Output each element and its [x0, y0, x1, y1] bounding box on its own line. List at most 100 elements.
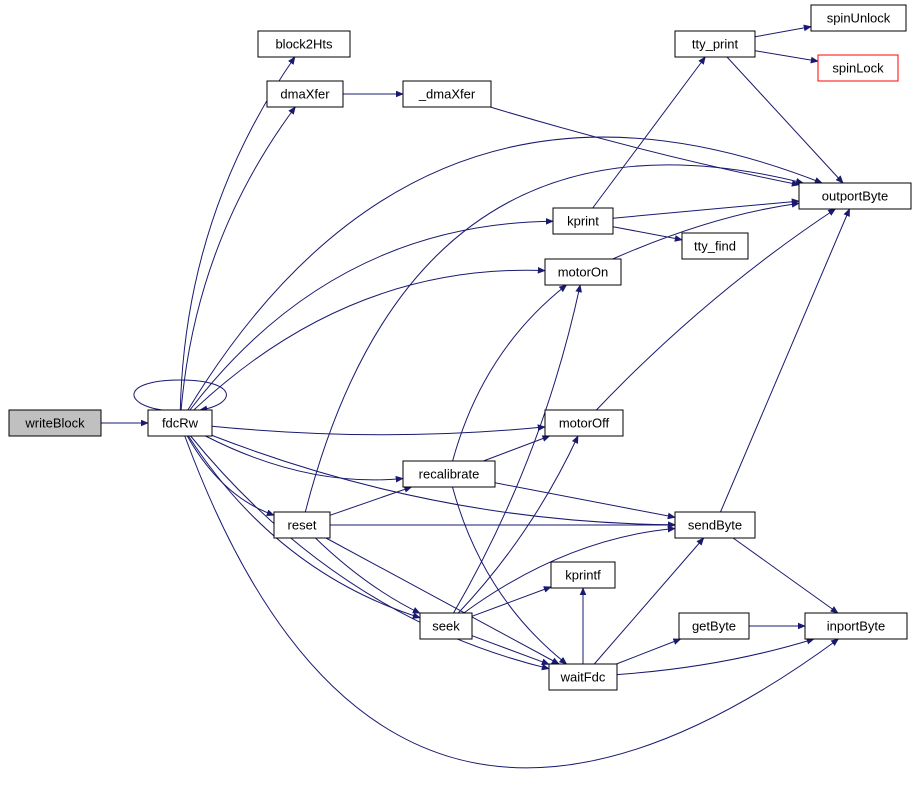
edge-sendByte-to-inportByte — [732, 537, 839, 614]
edge-kprint-to-outportByte — [612, 198, 800, 219]
node-reset[interactable]: reset — [273, 511, 331, 539]
node-box-recalibrate[interactable] — [402, 460, 496, 488]
edge-seek-to-sendByte — [463, 525, 676, 614]
node-kprintf[interactable]: kprintf — [550, 561, 616, 589]
edge-fdcRw-to-reset — [186, 435, 275, 516]
edge-seek-to-motorOff — [457, 435, 579, 614]
edge-tty_print-to-spinLock — [754, 50, 819, 64]
node-box-spinUnlock[interactable] — [810, 4, 907, 32]
edge-waitFdc-to-sendByte — [593, 537, 705, 665]
edge-recalibrate-to-sendByte — [494, 482, 676, 520]
node-spinUnlock[interactable]: spinUnlock — [810, 4, 907, 32]
node-box-getByte[interactable] — [678, 612, 750, 640]
node-_dmaXfer[interactable]: _dmaXfer — [402, 80, 492, 108]
edge-fdcRw-to-motorOn — [193, 266, 546, 411]
node-label-writeBlock: writeBlock — [24, 416, 85, 431]
edge-_dmaXfer-to-outportByte — [490, 106, 800, 187]
edge-recalibrate-to-motorOn — [452, 284, 568, 462]
node-block2Hts[interactable]: block2Hts — [257, 30, 351, 58]
node-label-reset: reset — [288, 518, 317, 533]
edge-sendByte-to-outportByte — [720, 208, 850, 513]
node-writeBlock[interactable]: writeBlock — [8, 409, 102, 437]
edge-seek-to-waitFdc — [471, 635, 550, 665]
node-waitFdc[interactable]: waitFdc — [548, 663, 618, 691]
edges-layer — [101, 24, 850, 769]
edge-seek-to-motorOn — [453, 284, 582, 614]
node-box-dmaXfer[interactable] — [266, 80, 344, 108]
edge-fdcRw-to-waitFdc — [190, 435, 550, 671]
edge-kprint-to-tty_print — [592, 56, 706, 209]
node-box-motorOff[interactable] — [544, 409, 624, 437]
node-box-spinLock[interactable] — [817, 54, 899, 82]
node-box-sendByte[interactable] — [674, 511, 756, 539]
node-box-kprintf[interactable] — [550, 561, 616, 589]
node-sendByte[interactable]: sendByte — [674, 511, 756, 539]
edge-recalibrate-to-motorOff — [483, 435, 551, 462]
node-inportByte[interactable]: inportByte — [804, 612, 908, 640]
edge-fdcRw-to-recalibrate — [205, 435, 404, 483]
node-label-dmaXfer: dmaXfer — [280, 87, 330, 102]
node-label-_dmaXfer: _dmaXfer — [418, 87, 476, 102]
node-motorOff[interactable]: motorOff — [544, 409, 624, 437]
node-tty_print[interactable]: tty_print — [674, 30, 756, 58]
node-spinLock[interactable]: spinLock — [817, 54, 899, 82]
edge-tty_print-to-outportByte — [726, 56, 844, 184]
edge-fdcRw-to-motorOff — [211, 424, 546, 436]
node-box-writeBlock[interactable] — [8, 409, 102, 437]
node-seek[interactable]: seek — [419, 612, 473, 640]
node-label-block2Hts: block2Hts — [275, 37, 333, 52]
node-box-kprint[interactable] — [552, 207, 614, 235]
node-label-outportByte: outportByte — [822, 189, 889, 204]
edge-seek-to-kprintf — [471, 586, 552, 617]
node-box-motorOn[interactable] — [544, 258, 622, 286]
node-getByte[interactable]: getByte — [678, 612, 750, 640]
edge-waitFdc-to-inportByte — [616, 637, 815, 676]
node-label-sendByte: sendByte — [688, 518, 742, 533]
edge-reset-to-recalibrate — [329, 486, 413, 516]
node-label-tty_find: tty_find — [694, 239, 736, 254]
node-tty_find[interactable]: tty_find — [681, 232, 749, 260]
node-label-recalibrate: recalibrate — [419, 467, 480, 482]
node-box-reset[interactable] — [273, 511, 331, 539]
node-box-inportByte[interactable] — [804, 612, 908, 640]
edge-reset-to-waitFdc — [325, 537, 560, 665]
node-label-fdcRw: fdcRw — [162, 416, 199, 431]
node-label-kprintf: kprintf — [565, 568, 601, 583]
node-fdcRw[interactable]: fdcRw — [147, 409, 213, 437]
edge-fdcRw-to-seek — [187, 435, 421, 619]
node-label-kprint: kprint — [567, 214, 599, 229]
node-label-motorOn: motorOn — [558, 265, 609, 280]
edge-recalibrate-to-waitFdc — [452, 486, 568, 665]
node-motorOn[interactable]: motorOn — [544, 258, 622, 286]
node-label-spinUnlock: spinUnlock — [827, 11, 891, 26]
edge-fdcRw-to-sendByte — [211, 434, 676, 529]
node-label-inportByte: inportByte — [827, 619, 886, 634]
edge-motorOff-to-outportByte — [596, 208, 837, 411]
edge-reset-to-outportByte — [304, 164, 804, 513]
node-box-waitFdc[interactable] — [548, 663, 618, 691]
node-label-spinLock: spinLock — [832, 61, 884, 76]
node-box-block2Hts[interactable] — [257, 30, 351, 58]
edge-waitFdc-to-getByte — [616, 638, 682, 665]
node-box-tty_find[interactable] — [681, 232, 749, 260]
node-recalibrate[interactable]: recalibrate — [402, 460, 496, 488]
edge-fdcRw-to-block2Hts — [179, 56, 296, 411]
edge-fdcRw-to-kprint — [189, 218, 554, 411]
node-label-waitFdc: waitFdc — [560, 670, 606, 685]
node-box-tty_print[interactable] — [674, 30, 756, 58]
node-outportByte[interactable]: outportByte — [798, 182, 912, 210]
edge-fdcRw-to-dmaXfer — [180, 106, 296, 411]
node-dmaXfer[interactable]: dmaXfer — [266, 80, 344, 108]
edge-motorOn-to-outportByte — [612, 201, 800, 260]
node-box-fdcRw[interactable] — [147, 409, 213, 437]
node-box-outportByte[interactable] — [798, 182, 912, 210]
edge-reset-to-seek — [315, 537, 421, 614]
node-box-_dmaXfer[interactable] — [402, 80, 492, 108]
node-label-motorOff: motorOff — [559, 416, 610, 431]
node-box-seek[interactable] — [419, 612, 473, 640]
edge-fdcRw-to-outportByte — [187, 136, 823, 411]
node-kprint[interactable]: kprint — [552, 207, 614, 235]
